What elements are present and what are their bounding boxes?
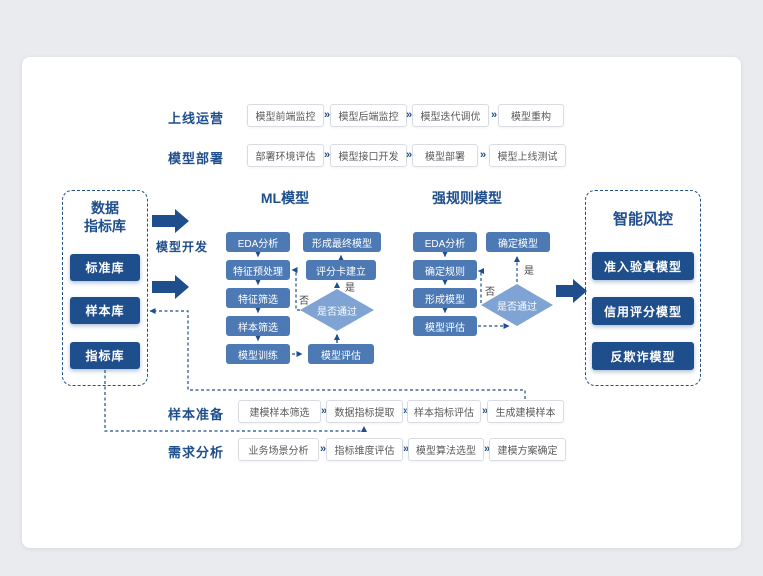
- ml-step-model-training: 模型训练: [226, 344, 290, 364]
- rule-label-no: 否: [485, 287, 495, 298]
- step-deploy-env-assessment: 部署环境评估: [247, 144, 324, 167]
- btn-credit-scoring-model: 信用评分模型: [592, 297, 694, 325]
- ml-step-sample-selection: 样本筛选: [226, 316, 290, 336]
- ml-step-final-model: 形成最终模型: [303, 232, 381, 252]
- btn-standard-library: 标准库: [70, 254, 140, 281]
- btn-anti-fraud-model: 反欺诈模型: [592, 342, 694, 370]
- ml-label-yes: 是: [345, 283, 355, 294]
- rule-label-yes: 是: [524, 266, 534, 277]
- step-model-frontend-monitoring: 模型前端监控: [247, 104, 324, 127]
- chevron-right-icon: »: [406, 109, 413, 121]
- btn-sample-library: 样本库: [70, 297, 140, 324]
- rule-step-model-evaluation: 模型评估: [413, 316, 477, 336]
- step-generate-modeling-samples: 生成建模样本: [487, 400, 564, 423]
- step-business-scenario-analysis: 业务场景分析: [238, 438, 319, 461]
- step-model-iteration-tuning: 模型迭代调优: [412, 104, 489, 127]
- ml-step-model-evaluation: 模型评估: [308, 344, 374, 364]
- data-library-title-line1: 数据: [91, 200, 119, 216]
- rule-flow-title: 强规则模型: [432, 190, 502, 206]
- step-sample-indicator-evaluation: 样本指标评估: [407, 400, 481, 423]
- ml-step-scorecard: 评分卡建立: [306, 260, 376, 280]
- step-data-indicator-extraction: 数据指标提取: [326, 400, 403, 423]
- phase-label-model-dev: 模型开发: [156, 240, 209, 254]
- chevron-right-icon: »: [491, 109, 498, 121]
- ml-step-eda: EDA分析: [226, 232, 290, 252]
- ml-flow-title: ML模型: [260, 190, 310, 206]
- ml-step-feature-preprocessing: 特征预处理: [226, 260, 290, 280]
- chevron-right-icon: »: [324, 109, 331, 121]
- rule-step-form-model: 形成模型: [413, 288, 477, 308]
- data-library-title-line2: 指标库: [84, 218, 126, 234]
- ml-step-feature-selection: 特征筛选: [226, 288, 290, 308]
- rule-step-confirm-model: 确定模型: [486, 232, 550, 252]
- rule-step-define-rules: 确定规则: [413, 260, 477, 280]
- ml-label-no: 否: [299, 296, 309, 307]
- step-modeling-sample-screening: 建模样本筛选: [238, 400, 321, 423]
- chevron-right-icon: »: [320, 443, 327, 455]
- chevron-right-icon: »: [406, 149, 413, 161]
- phase-label-online-ops: 上线运营: [168, 111, 225, 126]
- btn-admission-verification-model: 准入验真模型: [592, 252, 694, 280]
- phase-label-deployment: 模型部署: [168, 151, 225, 166]
- step-indicator-dimension-evaluation: 指标维度评估: [326, 438, 403, 461]
- step-modeling-plan-confirmation: 建模方案确定: [489, 438, 566, 461]
- step-model-deployment: 模型部署: [412, 144, 478, 167]
- risk-control-title: 智能风控: [612, 211, 673, 228]
- step-model-refactor: 模型重构: [498, 104, 564, 127]
- chevron-right-icon: »: [403, 443, 410, 455]
- step-model-algorithm-selection: 模型算法选型: [408, 438, 484, 461]
- chevron-right-icon: »: [403, 406, 409, 417]
- rule-step-eda: EDA分析: [413, 232, 477, 252]
- step-model-api-development: 模型接口开发: [330, 144, 407, 167]
- btn-indicator-library: 指标库: [70, 342, 140, 369]
- chevron-right-icon: »: [484, 443, 491, 455]
- chevron-right-icon: »: [324, 149, 331, 161]
- step-model-launch-testing: 模型上线测试: [489, 144, 566, 167]
- chevron-right-icon: »: [480, 149, 487, 161]
- phase-label-sample-prep: 样本准备: [168, 407, 225, 422]
- chevron-right-icon: »: [482, 405, 489, 417]
- phase-label-requirement: 需求分析: [168, 445, 225, 460]
- step-model-backend-monitoring: 模型后端监控: [330, 104, 407, 127]
